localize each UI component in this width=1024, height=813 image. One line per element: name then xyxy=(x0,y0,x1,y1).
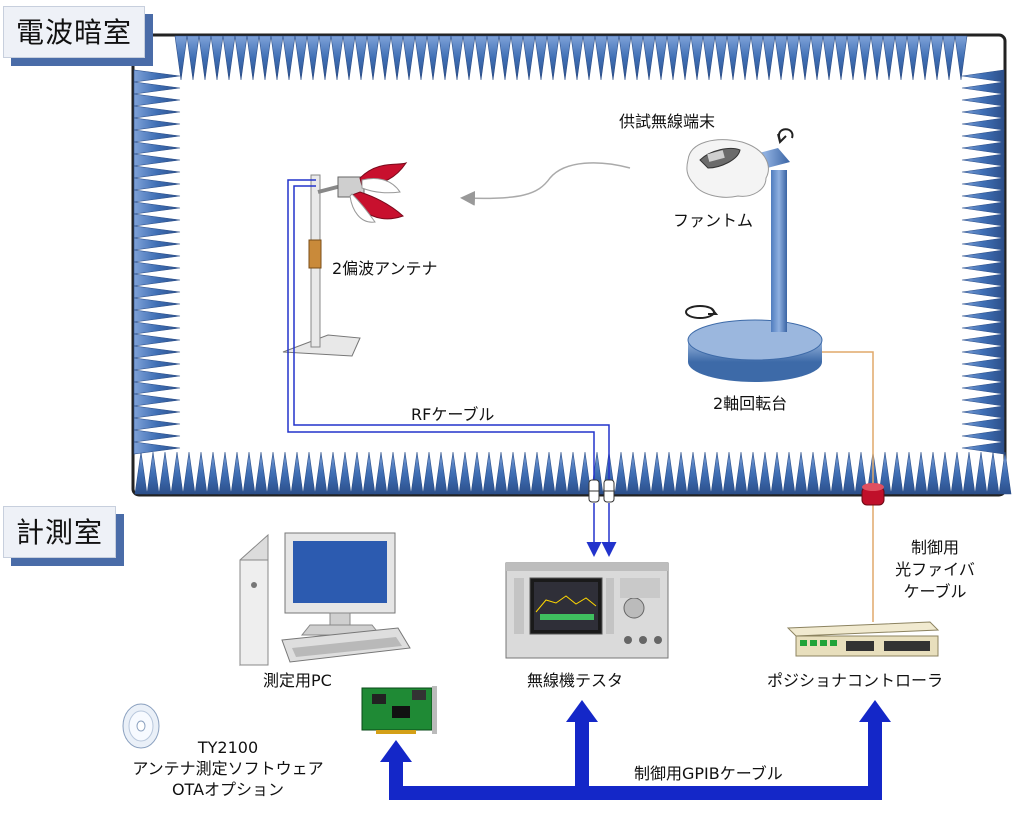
label-fiber-line1: 制御用 xyxy=(910,538,959,557)
propagation-arrow xyxy=(460,162,631,206)
label-positioner: 2軸回転台 xyxy=(713,394,788,413)
label-tester: 無線機テスタ xyxy=(527,671,624,690)
room-label-measurement: 計測室 xyxy=(3,506,117,558)
label-dut: 供試無線端末 xyxy=(619,112,716,131)
label-software: TY2100 アンテナ測定ソフトウェア OTAオプション xyxy=(108,737,348,800)
label-software-line2: アンテナ測定ソフトウェア xyxy=(132,759,324,778)
gpib-cable xyxy=(380,700,891,800)
label-software-line3: OTAオプション xyxy=(171,780,285,799)
label-gpib-cable: 制御用GPIBケーブル xyxy=(634,764,783,783)
absorber-right xyxy=(961,69,1005,455)
absorber-top xyxy=(174,35,968,81)
absorber-left xyxy=(133,69,181,455)
radio-tester xyxy=(505,562,669,659)
absorber-bottom xyxy=(134,451,1012,495)
software-disc-icon xyxy=(122,703,160,749)
label-fiber-line3: ケーブル xyxy=(903,582,967,601)
label-antenna: 2偏波アンテナ xyxy=(332,259,438,278)
dual-polarized-antenna xyxy=(282,161,408,357)
chamber-wall xyxy=(131,33,1007,497)
label-software-line1: TY2100 xyxy=(197,738,259,757)
label-rf-cable: RFケーブル xyxy=(411,405,495,424)
positioner-controller xyxy=(786,621,940,657)
measurement-pc xyxy=(239,532,411,667)
label-controller: ポジショナコントローラ xyxy=(767,671,944,690)
label-fiber-line2: 光ファイバ xyxy=(895,560,975,579)
phantom-head xyxy=(686,139,769,198)
fiber-cable-chamber xyxy=(822,351,874,488)
rf-connectors xyxy=(588,479,615,503)
label-pc: 測定用PC xyxy=(263,671,332,690)
gpib-card xyxy=(361,686,437,734)
label-phantom: ファントム xyxy=(673,211,754,230)
rf-cable xyxy=(287,179,617,557)
fiber-feedthrough xyxy=(861,483,885,506)
label-fiber-cable: 制御用 光ファイバ ケーブル xyxy=(890,537,980,603)
room-label-anechoic: 電波暗室 xyxy=(3,6,146,58)
